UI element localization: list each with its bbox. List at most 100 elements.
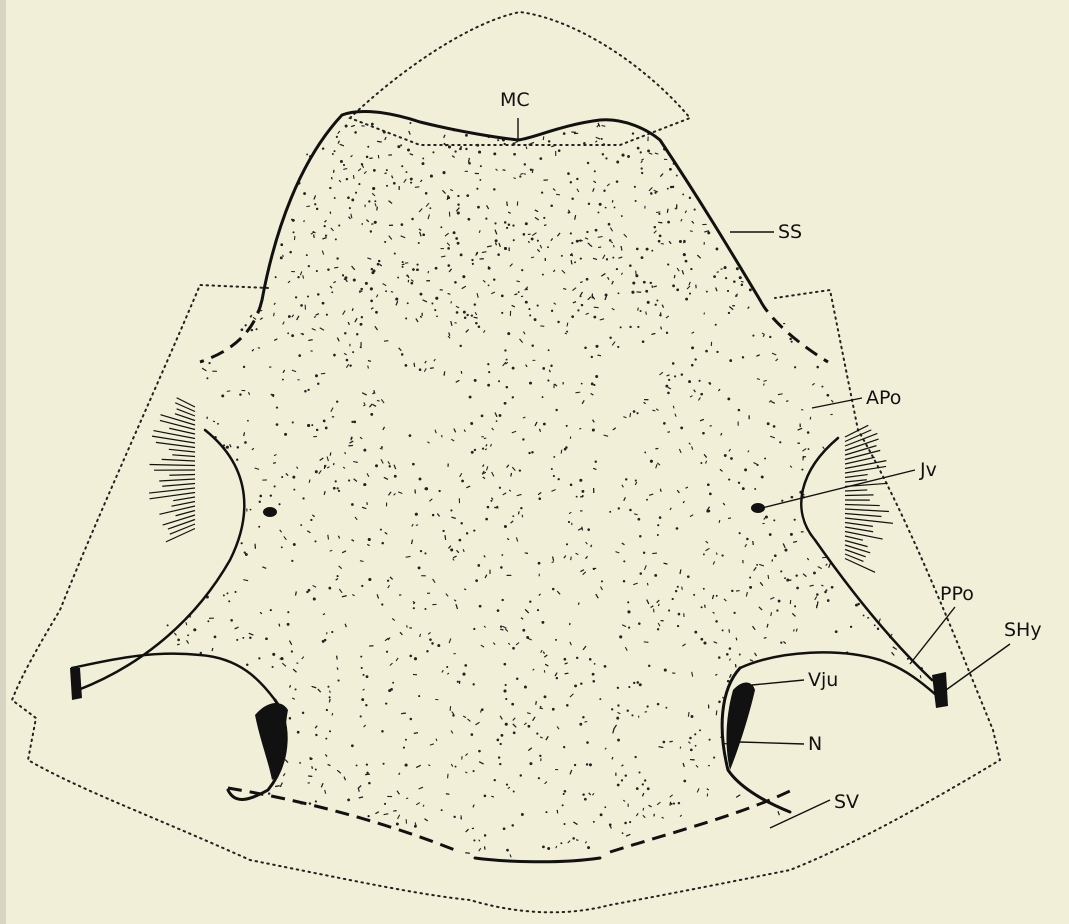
- stipple-mark: [495, 239, 498, 242]
- stipple-mark: [524, 723, 526, 725]
- stipple-mark: [303, 497, 305, 499]
- stipple-mark: [817, 601, 818, 605]
- stipple-mark: [482, 448, 484, 450]
- stipple-mark: [506, 227, 508, 229]
- fibre-mark: [177, 398, 195, 407]
- stipple-mark: [529, 601, 531, 603]
- stipple-mark: [353, 421, 356, 424]
- stipple-mark: [523, 174, 525, 175]
- stipple-mark: [672, 284, 675, 287]
- stipple-mark: [311, 424, 313, 426]
- stipple-mark: [428, 271, 429, 273]
- stipple-mark: [428, 765, 430, 766]
- stipple-mark: [385, 137, 386, 140]
- stipple-mark: [665, 707, 667, 709]
- stipple-mark: [863, 615, 865, 617]
- stipple-mark: [439, 490, 441, 492]
- stipple-mark: [338, 141, 339, 144]
- stipple-mark: [589, 658, 591, 660]
- stipple-mark: [635, 482, 637, 485]
- label-sv: SV: [834, 791, 859, 813]
- stipple-mark: [528, 452, 530, 454]
- stipple-mark: [244, 432, 245, 436]
- stipple-mark: [575, 392, 580, 393]
- stipple-mark: [454, 600, 456, 601]
- stipple-mark: [303, 192, 306, 195]
- stipple-mark: [362, 507, 366, 508]
- stipple-mark: [466, 486, 470, 488]
- stipple-mark: [588, 243, 590, 244]
- stipple-mark: [364, 402, 365, 404]
- stipple-mark: [679, 240, 682, 243]
- stipple-mark: [325, 465, 326, 468]
- stipple-mark: [383, 284, 387, 286]
- stipple-mark: [552, 588, 554, 590]
- stipple-mark: [295, 296, 297, 298]
- stipple-mark: [867, 618, 869, 619]
- stipple-mark: [651, 606, 654, 608]
- stipple-mark: [351, 199, 354, 202]
- stipple-mark: [677, 586, 679, 588]
- stipple-mark: [566, 543, 568, 545]
- stipple-mark: [389, 236, 392, 240]
- stipple-mark: [589, 244, 592, 246]
- stipple-mark: [479, 840, 480, 842]
- stipple-mark: [430, 744, 434, 745]
- stipple-mark: [292, 219, 295, 222]
- stipple-mark: [504, 525, 507, 528]
- stipple-mark: [778, 394, 783, 395]
- stipple-mark: [414, 657, 417, 660]
- stipple-mark: [493, 188, 495, 190]
- stipple-mark: [390, 688, 393, 691]
- stipple-mark: [778, 811, 779, 815]
- stipple-mark: [576, 840, 578, 841]
- stipple-mark: [333, 354, 336, 357]
- stipple-mark: [752, 335, 754, 337]
- stipple-mark: [791, 341, 793, 343]
- stipple-mark: [243, 366, 245, 368]
- stipple-mark: [423, 805, 424, 807]
- stipple-mark: [186, 622, 187, 625]
- stipple-mark: [586, 741, 589, 744]
- stipple-mark: [355, 318, 357, 322]
- stipple-mark: [567, 172, 570, 175]
- stipple-mark: [323, 420, 326, 423]
- stipple-mark: [644, 565, 646, 569]
- stipple-mark: [724, 599, 726, 601]
- stipple-mark: [352, 308, 353, 310]
- stipple-mark: [297, 316, 299, 320]
- stipple-mark: [770, 597, 774, 599]
- stipple-mark: [454, 816, 456, 818]
- stipple-mark: [506, 849, 509, 852]
- stipple-mark: [651, 250, 653, 252]
- stipple-mark: [538, 497, 541, 500]
- stipple-mark: [326, 314, 328, 316]
- stipple-mark: [827, 599, 830, 602]
- stipple-mark: [633, 682, 635, 684]
- stipple-mark: [214, 636, 217, 639]
- stipple-mark: [733, 612, 735, 614]
- stipple-mark: [316, 314, 319, 316]
- stipple-mark: [749, 577, 751, 579]
- stipple-mark: [375, 812, 378, 814]
- stipple-mark: [306, 591, 308, 593]
- stipple-mark: [786, 401, 788, 402]
- stipple-mark: [792, 613, 795, 616]
- stipple-mark: [368, 782, 371, 785]
- stipple-mark: [582, 793, 584, 795]
- stipple-mark: [877, 628, 879, 630]
- stipple-mark: [329, 730, 331, 732]
- stipple-mark: [622, 485, 624, 487]
- stipple-mark: [251, 329, 253, 331]
- stipple-mark: [451, 301, 452, 303]
- stipple-mark: [657, 463, 660, 465]
- stipple-mark: [419, 787, 423, 789]
- stipple-mark: [643, 552, 645, 554]
- stipple-mark: [457, 550, 459, 552]
- stipple-mark: [574, 764, 576, 766]
- stipple-mark: [637, 681, 639, 683]
- stipple-mark: [586, 763, 588, 765]
- stipple-mark: [749, 289, 752, 292]
- stipple-mark: [520, 173, 523, 174]
- stipple-mark: [618, 292, 620, 294]
